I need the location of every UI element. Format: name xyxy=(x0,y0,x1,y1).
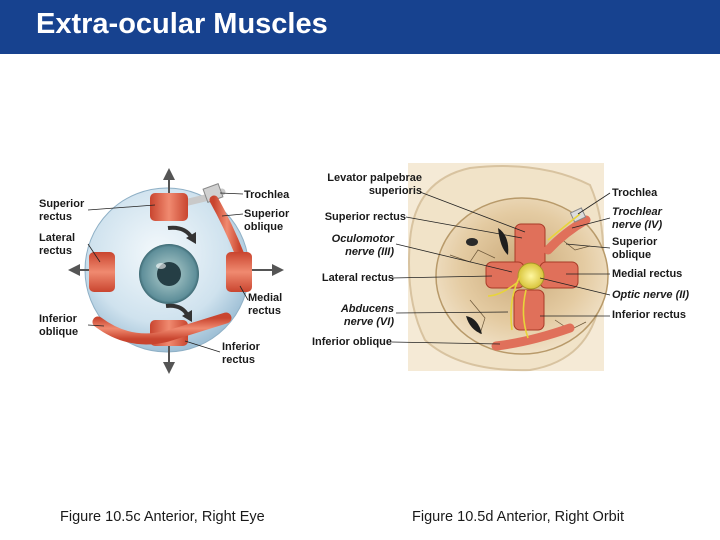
medial-rectus-d xyxy=(539,261,579,289)
label-lateral-rectus-d: Lateral rectus xyxy=(321,272,394,284)
label-inferior-oblique-d: Inferior oblique xyxy=(311,336,392,348)
label-superior-oblique-d: Superior oblique xyxy=(612,236,658,261)
label-oculomotor-d: Oculomotor nerve (III) xyxy=(331,233,394,258)
label-levator-d: Levator palpebrae superioris xyxy=(327,172,422,197)
label-optic-nerve-d: Optic nerve (II) xyxy=(612,289,690,301)
label-inferior-rectus-c: Inferior rectus xyxy=(222,341,260,366)
inferior-oblique-d xyxy=(491,323,575,351)
label-superior-rectus-c: Superior rectus xyxy=(39,198,85,223)
label-medial-rectus-d: Medial rectus xyxy=(612,268,683,280)
inferior-rectus-d xyxy=(513,289,545,331)
lateral-rectus-muscle xyxy=(89,252,115,292)
medial-rectus-muscle xyxy=(226,252,252,292)
label-superior-oblique-c: Superior oblique xyxy=(244,208,290,233)
label-superior-rectus-d: Superior rectus xyxy=(324,211,406,223)
caption-figure-d: Figure 10.5d Anterior, Right Orbit xyxy=(412,509,624,525)
inferior-oblique-muscle xyxy=(92,312,232,345)
label-trochlea-d: Trochlea xyxy=(612,187,658,199)
label-trochlea-c: Trochlea xyxy=(244,189,290,201)
label-medial-rectus-c: Medial rectus xyxy=(248,292,283,317)
superior-oblique-d xyxy=(543,215,591,255)
optic-nerve-d xyxy=(517,262,545,290)
label-lateral-rectus-c: Lateral rectus xyxy=(39,232,76,257)
label-inferior-rectus-d: Inferior rectus xyxy=(612,309,686,321)
label-inferior-oblique-c: Inferior oblique xyxy=(39,313,79,338)
caption-figure-c: Figure 10.5c Anterior, Right Eye xyxy=(60,509,265,525)
title-bar: Extra-ocular Muscles xyxy=(0,0,720,54)
superior-oblique-muscle xyxy=(209,195,245,260)
label-trochlear-nerve-d: Trochlear nerve (IV) xyxy=(612,206,663,231)
superior-rectus-muscle xyxy=(150,193,188,221)
slide-title: Extra-ocular Muscles xyxy=(36,8,328,40)
label-abducens-d: Abducens nerve (VI) xyxy=(340,303,394,328)
